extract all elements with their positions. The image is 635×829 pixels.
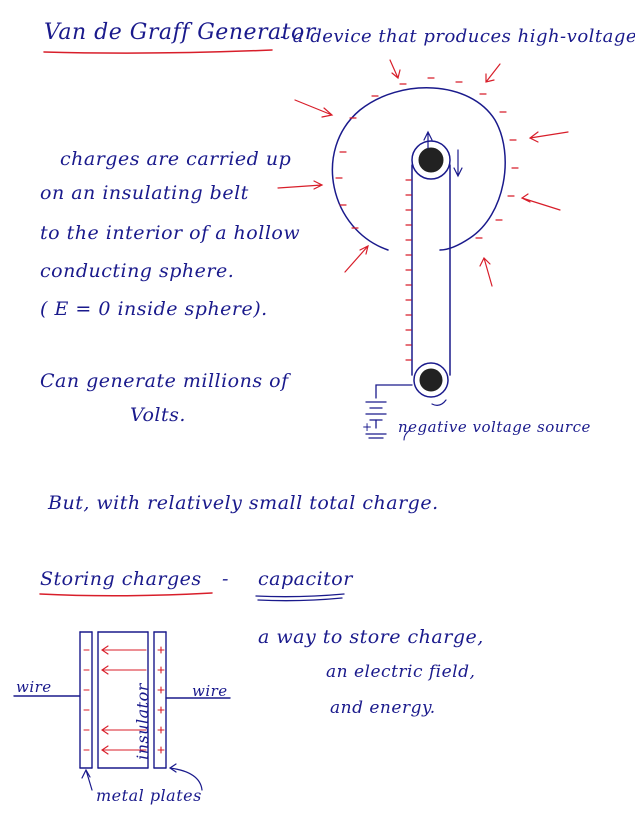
- page-subtitle: - a device that produces high-voltage.: [280, 26, 635, 47]
- vdg-text-line-5: ( E = 0 inside sphere).: [40, 298, 268, 320]
- top-pulley-hub: [418, 147, 444, 173]
- belt-arrow-up: [423, 130, 433, 149]
- sphere-charges: [335, 77, 519, 239]
- plate-charges: [83, 646, 165, 754]
- voltage-source-label: negative voltage source: [398, 418, 591, 436]
- vdg-text-line-4: conducting sphere.: [40, 260, 235, 282]
- wire-right-label: wire: [192, 682, 228, 700]
- vdg-text-line-1: charges are carried up: [60, 148, 292, 170]
- vdg-text-line-3: to the interior of a hollow: [40, 222, 301, 244]
- heading-dash: -: [222, 568, 229, 590]
- bottom-pulley: [413, 362, 449, 398]
- capacitor-desc-3: and energy.: [330, 698, 436, 718]
- capacitor-underline-2: [257, 597, 343, 602]
- belt-arrow-bottom: [431, 399, 447, 406]
- millions-line-2: Volts.: [130, 404, 186, 426]
- page-title: Van de Graff Generator: [44, 20, 316, 45]
- top-pulley: [411, 140, 451, 180]
- plate-pointer-left: [81, 768, 93, 791]
- title-underline: [43, 49, 273, 54]
- battery-plus-label: +: [362, 420, 373, 434]
- belt-arrow-down: [453, 149, 463, 178]
- battery-icon: [365, 401, 387, 439]
- heading-underline: [39, 592, 213, 597]
- capacitor-underline-1: [255, 593, 345, 598]
- capacitor-desc-2: an electric field,: [326, 662, 476, 682]
- bottom-pulley-hub: [419, 368, 443, 392]
- ground-wire: [375, 384, 413, 399]
- capacitor-desc-1: a way to store charge,: [258, 626, 484, 648]
- capacitor-diagram: [13, 631, 231, 769]
- plate-pointer-right: [168, 763, 203, 791]
- hollow-sphere: [331, 87, 506, 251]
- millions-line-1: Can generate millions of: [40, 370, 289, 392]
- source-pointer: [403, 429, 411, 441]
- vdg-text-line-2: on an insulating belt: [40, 182, 249, 204]
- field-arrows: [277, 59, 569, 287]
- capacitor-field-arrows: [101, 645, 147, 755]
- storing-charges-heading: Storing charges: [40, 568, 202, 590]
- wire-left-label: wire: [16, 678, 52, 696]
- capacitor-term: capacitor: [258, 568, 353, 590]
- metal-plates-label: metal plates: [96, 786, 202, 805]
- small-charge-text: But, with relatively small total charge.: [48, 492, 439, 514]
- belt-charges: [405, 179, 412, 361]
